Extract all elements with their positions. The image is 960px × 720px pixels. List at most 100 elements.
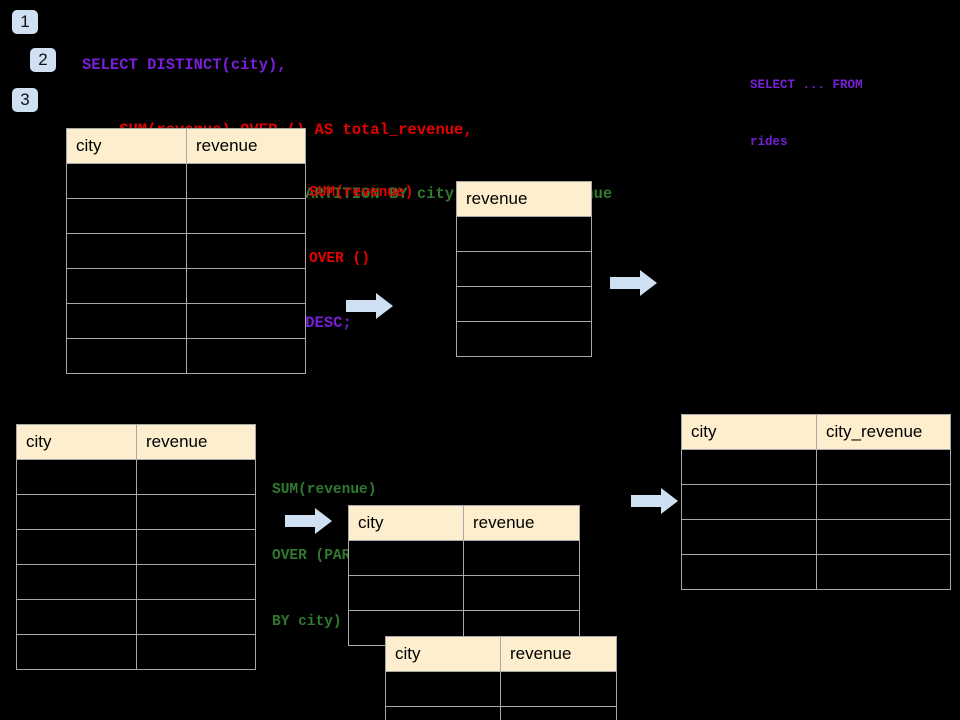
table-row [681,519,951,555]
arrow-bottom-right-icon [631,487,679,515]
cell-city [681,554,817,590]
table-total-revenue-result: revenue [456,181,592,357]
column-header-revenue: revenue [136,424,256,460]
column-header-city: city [16,424,137,460]
table-row [66,338,306,374]
cell-city-revenue [816,519,951,555]
column-header-city: city [385,636,501,672]
cell-city [348,540,464,576]
cell-revenue [186,233,306,269]
table-row [385,671,617,707]
cell-city [681,449,817,485]
cell-city [681,484,817,520]
annotation-total-window-line-1: SUM(revenue) [309,185,414,201]
annotation-partition-window-line-3: BY city) [272,614,342,630]
column-header-city: city [681,414,817,450]
side-note-line-2: rides [750,135,788,149]
table-row [456,321,592,357]
table-row [456,286,592,322]
cell-city [16,459,137,495]
table-row [348,575,580,611]
step-badge-3: 3 [12,88,38,112]
column-header-city: city [348,505,464,541]
table-row [456,216,592,252]
table-row [16,494,256,530]
table-row [681,484,951,520]
table-row [681,449,951,485]
arrow-top-right-icon [610,269,658,297]
sql-line-1: SELECT DISTINCT(city), [82,56,287,74]
table-header-row: city revenue [348,505,580,541]
column-header-revenue: revenue [463,505,580,541]
cell-revenue [186,198,306,234]
cell-city [66,163,187,199]
table-row [16,529,256,565]
cell-city-revenue [816,449,951,485]
table-row [66,198,306,234]
cell-revenue [186,268,306,304]
cell-city [16,634,137,670]
annotation-total-window-line-2: OVER () [309,251,370,267]
arrow-bottom-left-icon [285,507,333,535]
table-row [16,634,256,670]
table-header-row: city revenue [385,636,617,672]
cell-revenue [186,338,306,374]
cell-city [66,198,187,234]
table-row [456,251,592,287]
cell-city [16,494,137,530]
table-partition-group-front: city revenue [385,636,617,720]
table-header-row: city city_revenue [681,414,951,450]
cell-city [16,529,137,565]
cell-city [66,233,187,269]
table-row [16,459,256,495]
table-header-row: city revenue [66,128,306,164]
cell-revenue [456,321,592,357]
cell-revenue [136,564,256,600]
cell-city [66,338,187,374]
cell-revenue [456,286,592,322]
cell-revenue [136,529,256,565]
table-row [16,564,256,600]
cell-revenue [186,303,306,339]
annotation-total-window: SUM(revenue) OVER () [309,138,413,314]
step-badge-1: 1 [12,10,38,34]
table-header-row: revenue [456,181,592,217]
side-note-line-1: SELECT ... FROM [750,78,863,92]
table-header-row: city revenue [16,424,256,460]
cell-city [385,671,501,707]
cell-city [66,303,187,339]
cell-city [66,268,187,304]
table-source-rides-top: city revenue [66,128,306,374]
column-header-city-revenue: city_revenue [816,414,951,450]
table-row [66,163,306,199]
annotation-partition-window-line-1: SUM(revenue) [272,482,377,498]
cell-revenue [500,706,617,720]
column-header-revenue: revenue [456,181,592,217]
cell-city-revenue [816,484,951,520]
step-badge-2: 2 [30,48,56,72]
table-row [16,599,256,635]
column-header-revenue: revenue [500,636,617,672]
column-header-revenue: revenue [186,128,306,164]
table-row [66,268,306,304]
table-row [66,303,306,339]
column-header-city: city [66,128,187,164]
table-row [681,554,951,590]
cell-revenue [463,575,580,611]
cell-city [348,575,464,611]
cell-revenue [136,599,256,635]
side-note-select-from: SELECT ... FROM rides [750,38,863,190]
table-source-rides-bottom: city revenue [16,424,256,670]
cell-revenue [136,459,256,495]
table-row [348,540,580,576]
cell-revenue [186,163,306,199]
cell-city-revenue [816,554,951,590]
cell-revenue [136,494,256,530]
table-row [385,706,617,720]
cell-city [681,519,817,555]
table-row [66,233,306,269]
table-partition-group-back: city revenue [348,505,580,646]
cell-city [16,599,137,635]
cell-revenue [456,251,592,287]
